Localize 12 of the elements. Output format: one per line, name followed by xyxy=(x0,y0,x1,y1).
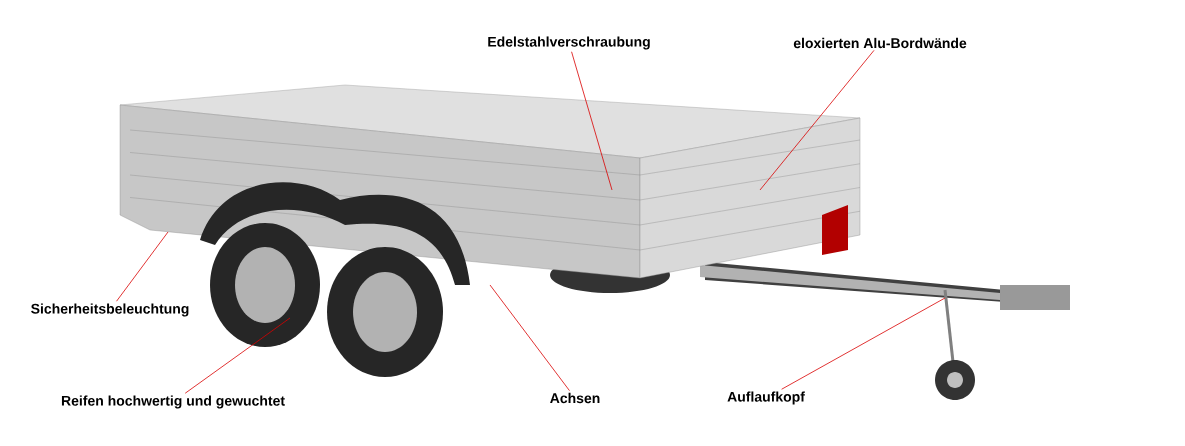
leader-line xyxy=(781,297,946,390)
callout-text: eloxierten Alu-Bordwände xyxy=(793,37,967,49)
callout-text: Sicherheitsbeleuchtung xyxy=(31,303,189,317)
callout-text: Edelstahlverschraubung xyxy=(488,36,650,50)
callout-text: Achsen xyxy=(550,392,600,404)
leader-line xyxy=(489,284,570,392)
callout-text: Reifen hochwertig und gewuchtet xyxy=(61,395,285,409)
leader-line xyxy=(184,317,291,394)
leader-line xyxy=(759,49,875,191)
leader-line xyxy=(116,231,169,302)
callout-text: Auflaufkopf xyxy=(727,391,805,405)
leader-line xyxy=(571,51,613,191)
